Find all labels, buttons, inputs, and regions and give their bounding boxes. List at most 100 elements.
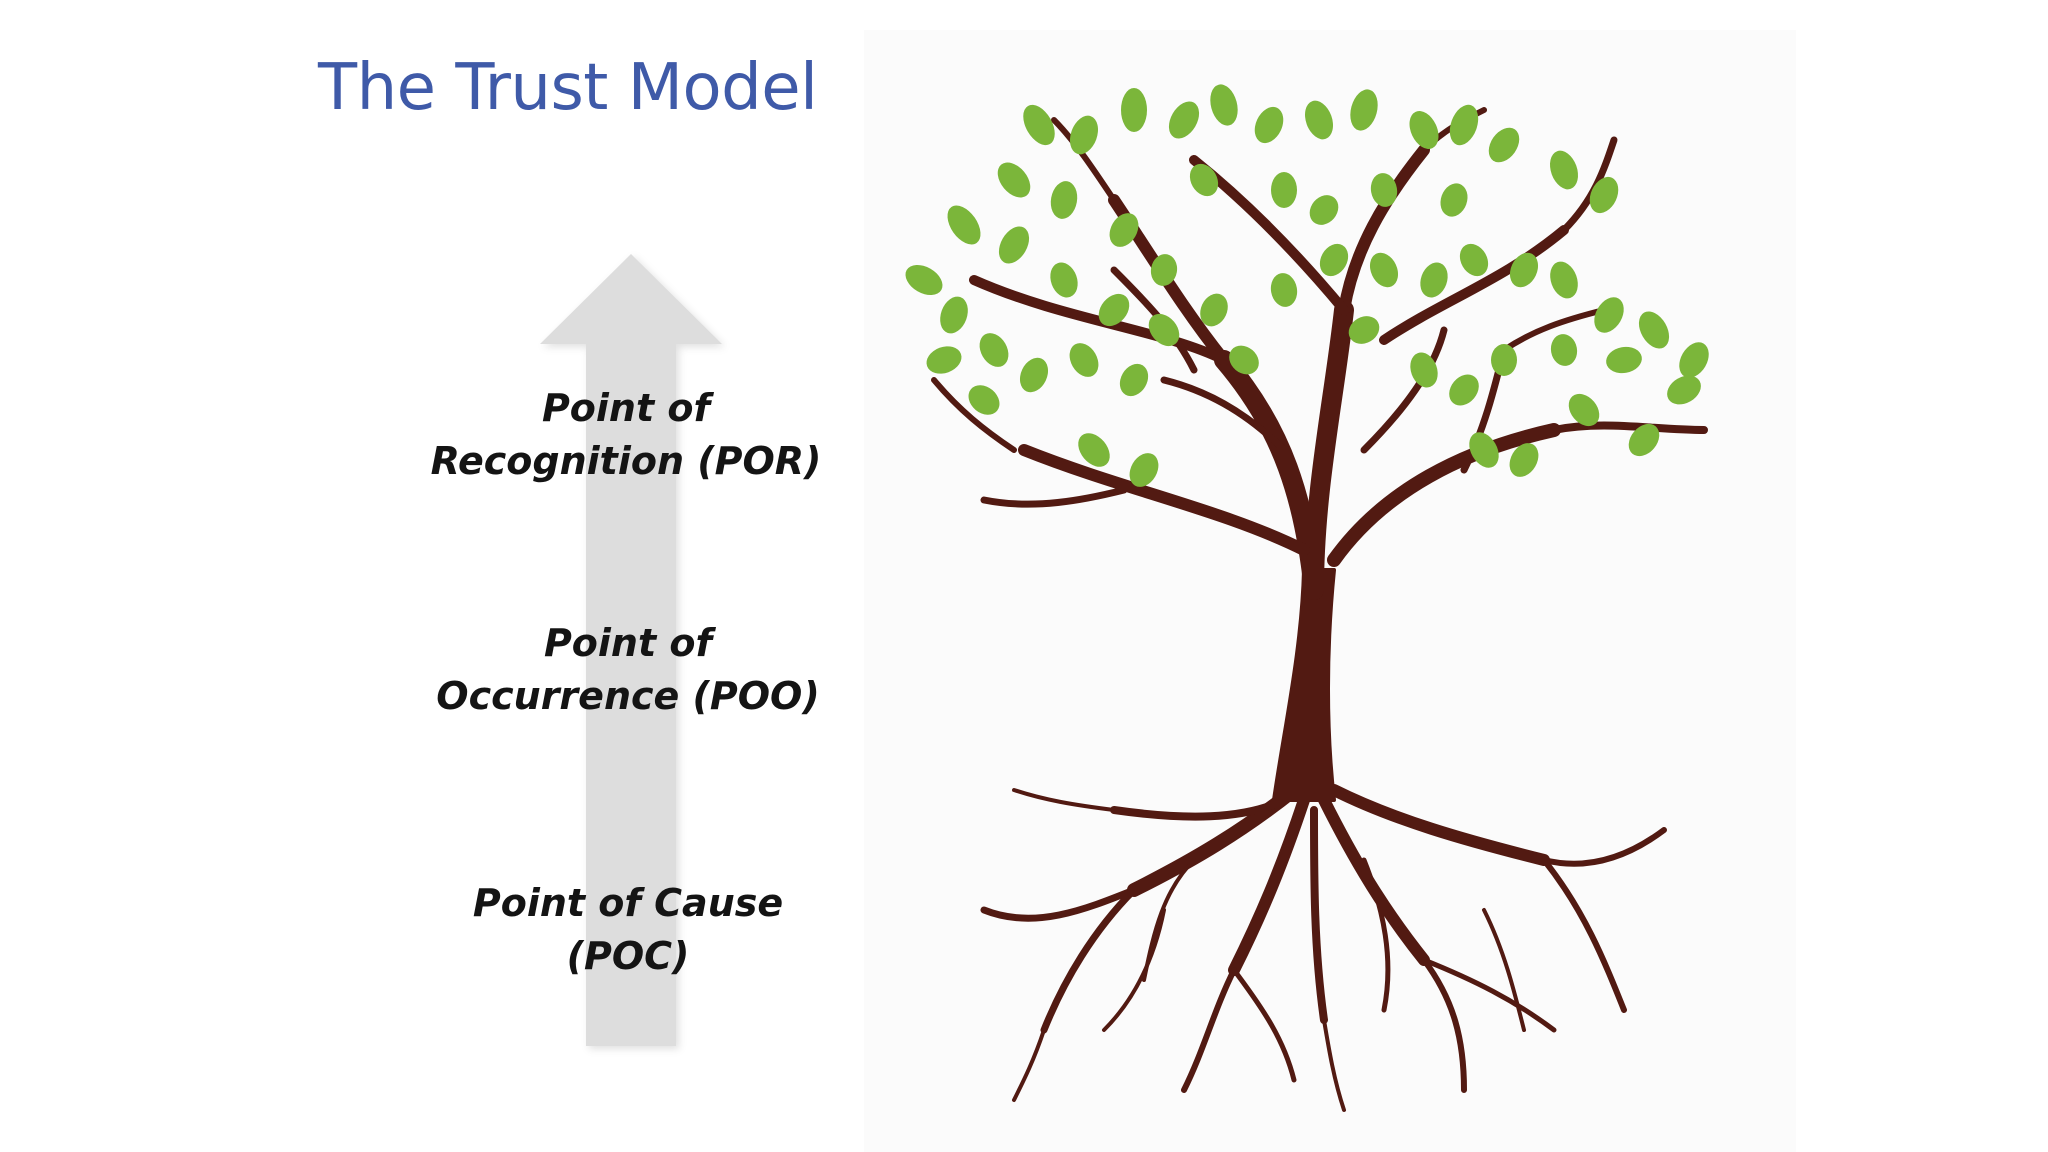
leaf xyxy=(1348,316,1380,344)
leaf xyxy=(1628,423,1660,457)
branch xyxy=(1051,117,1117,203)
label-line: Point of xyxy=(543,621,713,665)
leaf xyxy=(1309,195,1339,225)
leaf xyxy=(1369,252,1399,288)
leaf xyxy=(1667,375,1701,405)
leaf xyxy=(1119,363,1149,397)
root xyxy=(1142,858,1196,982)
leaf xyxy=(1109,213,1139,247)
root xyxy=(1228,794,1310,976)
slide-title: The Trust Model xyxy=(318,51,818,125)
root xyxy=(1361,857,1391,1013)
leaf xyxy=(1019,357,1049,393)
upward-arrow xyxy=(540,254,722,1046)
branch xyxy=(1379,225,1569,345)
root xyxy=(1102,908,1166,1032)
branch xyxy=(1550,421,1708,434)
leaf xyxy=(1129,453,1159,487)
label-point-of-cause: Point of Cause (POC) xyxy=(368,877,888,983)
tree-roots xyxy=(980,783,1667,1112)
leaf xyxy=(1189,163,1219,197)
leaf xyxy=(1509,252,1539,288)
tree-branches xyxy=(931,107,1708,600)
label-line: Occurrence (POO) xyxy=(436,674,820,718)
leaf xyxy=(998,226,1030,264)
leaf xyxy=(968,385,1000,415)
leaf xyxy=(1410,352,1438,388)
leaf xyxy=(1121,88,1147,132)
root xyxy=(1040,886,1138,1034)
branch xyxy=(1360,326,1448,454)
leaf xyxy=(1488,127,1520,163)
branch xyxy=(931,377,1017,453)
label-point-of-occurrence: Point of Occurrence (POO) xyxy=(368,617,888,723)
leaf xyxy=(1638,311,1670,349)
root xyxy=(1012,788,1116,812)
leaf xyxy=(1549,150,1579,190)
root xyxy=(1322,1018,1346,1112)
leaf xyxy=(1449,374,1479,406)
branch xyxy=(1338,144,1430,316)
root xyxy=(1310,806,1328,1024)
leaf xyxy=(1491,344,1517,376)
leaf xyxy=(1023,104,1055,146)
leaf xyxy=(1594,297,1624,333)
branch xyxy=(1501,307,1607,353)
root xyxy=(1421,957,1467,1093)
root xyxy=(1421,957,1557,1033)
branch xyxy=(1018,444,1310,556)
label-point-of-recognition: Point of Recognition (POR) xyxy=(366,382,886,488)
root xyxy=(980,886,1138,922)
leaf xyxy=(1319,243,1349,277)
branch xyxy=(1327,423,1561,567)
leaf xyxy=(1078,433,1110,467)
leaf xyxy=(1370,173,1398,207)
leaf xyxy=(1606,346,1642,374)
leaf xyxy=(1459,243,1489,277)
leaf xyxy=(1550,334,1578,366)
root xyxy=(1482,908,1526,1032)
label-line: (POC) xyxy=(566,934,690,978)
leaf xyxy=(905,264,943,296)
leaf xyxy=(1469,432,1499,468)
leaf xyxy=(1254,106,1284,144)
root xyxy=(1012,1028,1046,1102)
leaf xyxy=(1271,172,1297,208)
branch xyxy=(969,275,1229,365)
leaf xyxy=(1069,343,1099,377)
leaf xyxy=(1168,101,1200,139)
root xyxy=(1541,857,1627,1013)
leaf xyxy=(1229,345,1259,375)
root xyxy=(1231,967,1297,1083)
label-line: Point of Cause xyxy=(472,881,784,925)
leaf xyxy=(1098,293,1130,327)
leaf xyxy=(1304,100,1334,140)
leaf xyxy=(1589,176,1619,214)
root xyxy=(1541,827,1667,867)
leaf xyxy=(1050,181,1078,219)
leaf xyxy=(1420,262,1448,298)
leaf xyxy=(997,162,1031,198)
leaf xyxy=(1069,115,1099,155)
leaf xyxy=(1568,393,1600,427)
tree-leaves xyxy=(905,84,1709,487)
leaf xyxy=(1148,313,1180,347)
root xyxy=(1328,784,1550,866)
leaf xyxy=(1210,84,1238,126)
tree-with-roots-image xyxy=(905,84,1709,1112)
tree-illustration-panel xyxy=(864,30,1796,1152)
leaf xyxy=(1150,254,1178,286)
leaf xyxy=(940,296,968,334)
leaf xyxy=(1509,443,1539,477)
root xyxy=(1181,967,1237,1093)
leaf xyxy=(1440,183,1468,217)
branch xyxy=(980,486,1128,508)
label-line: Point of xyxy=(541,386,711,430)
trunk-body xyxy=(1272,568,1336,802)
leaf xyxy=(1200,293,1228,327)
leaf xyxy=(1270,273,1298,307)
branch xyxy=(1160,376,1288,454)
leaf xyxy=(1050,262,1078,298)
branch xyxy=(1304,300,1354,600)
